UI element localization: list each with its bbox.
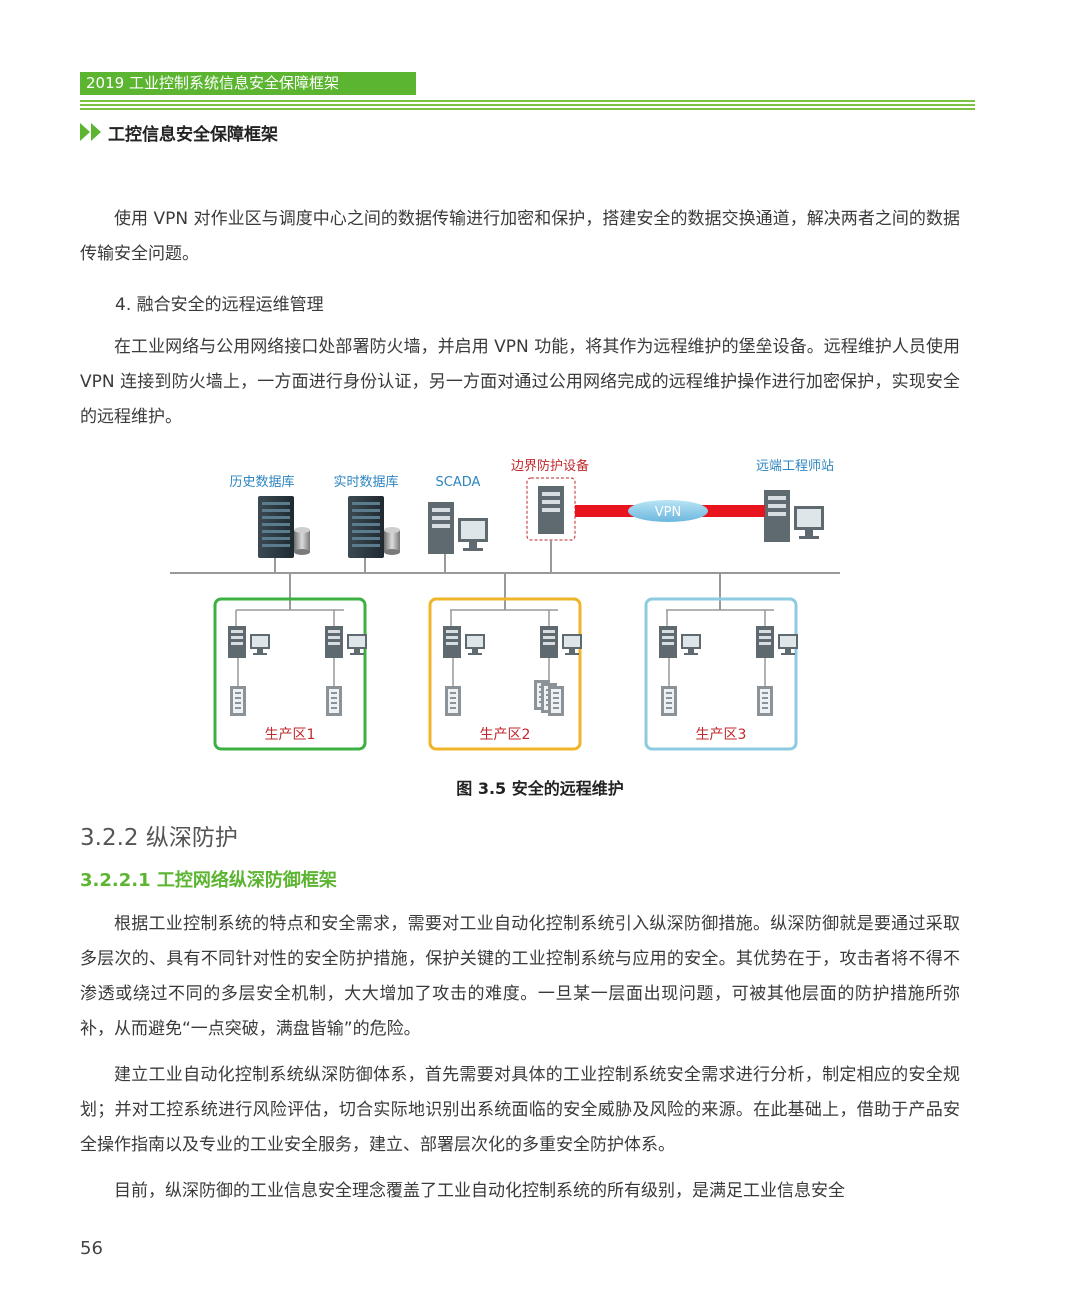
header-rule-1 xyxy=(80,100,975,102)
section-heading-3-2-2-1: 3.2.2.1 工控网络纵深防御框架 xyxy=(80,870,337,891)
network-diagram: 历史数据库 实时数据库 SCADA 边界防护设备 远端工程师站 VPN xyxy=(170,450,850,760)
zone3-plc-icon xyxy=(757,686,773,716)
zone1-plc-icon xyxy=(326,686,342,716)
label-zone-3: 生产区3 xyxy=(696,727,747,743)
label-realtime-db: 实时数据库 xyxy=(333,474,398,490)
header-rule-2 xyxy=(80,104,975,106)
zone1-workstation-icon xyxy=(228,626,270,658)
label-remote-station: 远端工程师站 xyxy=(756,459,834,474)
label-zone-1: 生产区1 xyxy=(265,727,316,743)
body-paragraph-4: 建立工业自动化控制系统纵深防御体系，首先需要对具体的工业控制系统安全需求进行分析… xyxy=(80,1065,960,1155)
label-vpn: VPN xyxy=(655,505,681,520)
realtime-db-server-icon xyxy=(348,496,400,558)
section-heading-3-2-2: 3.2.2 纵深防护 xyxy=(80,825,238,851)
remote-engineer-station-icon xyxy=(764,490,824,542)
list-item-4: 4. 融合安全的远程运维管理 xyxy=(115,295,324,315)
label-zone-2: 生产区2 xyxy=(480,727,531,743)
zone1-workstation-icon xyxy=(325,626,367,658)
label-scada: SCADA xyxy=(436,475,481,490)
body-paragraph-5: 目前，纵深防御的工业信息安全理念覆盖了工业自动化控制系统的所有级别，是满足工业信… xyxy=(114,1181,845,1201)
vpn-cloud-icon xyxy=(628,500,708,522)
production-zone-3 xyxy=(644,597,798,751)
zone2-plc-stack-icon xyxy=(548,686,564,716)
page-number: 56 xyxy=(80,1238,103,1259)
header-rule-3 xyxy=(80,108,975,110)
body-paragraph-2: 在工业网络与公用网络接口处部署防火墙，并启用 VPN 功能，将其作为远程维护的堡… xyxy=(80,337,960,427)
zone2-workstation-icon xyxy=(443,626,485,658)
zone2-plc-icon xyxy=(445,686,461,716)
figure-caption: 图 3.5 安全的远程维护 xyxy=(456,779,624,798)
zone3-workstation-icon xyxy=(756,626,798,658)
label-boundary-device: 边界防护设备 xyxy=(511,458,589,474)
chapter-heading: 工控信息安全保障框架 xyxy=(80,120,278,145)
scada-workstation-icon xyxy=(428,502,488,554)
chapter-title: 工控信息安全保障框架 xyxy=(108,124,278,145)
zone3-plc-icon xyxy=(661,686,677,716)
body-paragraph-1: 使用 VPN 对作业区与调度中心之间的数据传输进行加密和保护，搭建安全的数据交换… xyxy=(80,209,960,264)
production-zone-1 xyxy=(213,597,367,751)
history-db-server-icon xyxy=(258,496,310,558)
running-title: 2019 工业控制系统信息安全保障框架 xyxy=(80,72,416,95)
zone1-plc-icon xyxy=(230,686,246,716)
production-zone-2 xyxy=(428,597,582,751)
body-paragraph-3: 根据工业控制系统的特点和安全需求，需要对工业自动化控制系统引入纵深防御措施。纵深… xyxy=(80,914,960,1039)
zone2-workstation-icon xyxy=(540,626,582,658)
label-history-db: 历史数据库 xyxy=(229,474,294,490)
double-chevron-icon xyxy=(80,123,101,141)
zone3-workstation-icon xyxy=(659,626,701,658)
